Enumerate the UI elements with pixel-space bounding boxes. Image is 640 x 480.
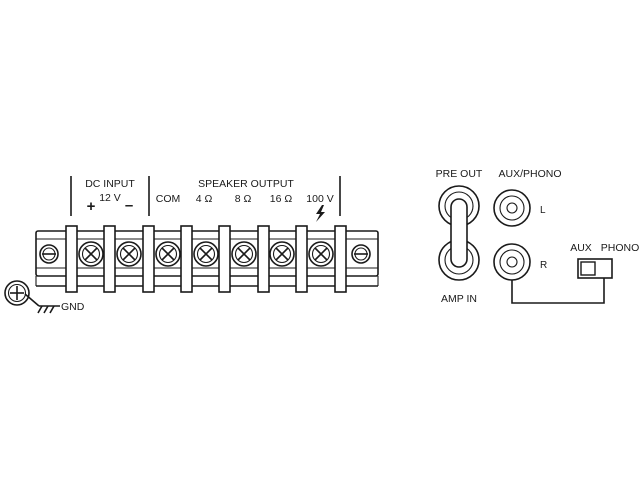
pre-out-label: PRE OUT [436,168,483,180]
com-label: COM [156,193,181,205]
gnd-label: GND [61,301,85,313]
mount-screw-left-icon [39,244,59,264]
terminal-screw-4ohm-icon [193,241,219,267]
speaker-output-label: SPEAKER OUTPUT [198,178,294,190]
terminal-screw-com-icon [155,241,181,267]
left-channel-label: L [540,205,546,216]
switch-link-line [511,278,605,304]
aux-phono-left-jack[interactable] [493,189,531,227]
terminal-screw-dc-minus-icon [116,241,142,267]
ground-screw-icon [4,280,30,306]
v100-label: 100 V [306,193,333,205]
terminal-barriers [65,225,347,293]
terminal-screw-100v-icon [308,241,334,267]
ohm8-label: 8 Ω [235,193,252,205]
minus-sign: – [125,197,133,214]
ohm4-label: 4 Ω [196,193,213,205]
lightning-bolt-icon [316,205,325,222]
dc-input-label: DC INPUT [85,178,135,190]
aux-phono-switch[interactable] [577,258,613,279]
switch-knob[interactable] [580,261,596,276]
jumper-bridge[interactable] [450,198,468,268]
right-channel-label: R [540,260,547,271]
plus-sign: + [87,198,96,215]
ground-symbol-icon [24,293,60,314]
ohm16-label: 16 Ω [270,193,293,205]
aux-label: AUX [570,242,592,254]
amp-in-label: AMP IN [441,293,477,305]
aux-phono-label: AUX/PHONO [498,168,561,180]
mount-screw-right-icon [351,244,371,264]
terminal-screw-8ohm-icon [231,241,257,267]
phono-label: PHONO [601,242,640,254]
terminal-screw-16ohm-icon [269,241,295,267]
terminal-screw-dc-plus-icon [78,241,104,267]
dc-voltage-label: 12 V [99,192,121,204]
aux-phono-right-jack[interactable] [493,243,531,281]
